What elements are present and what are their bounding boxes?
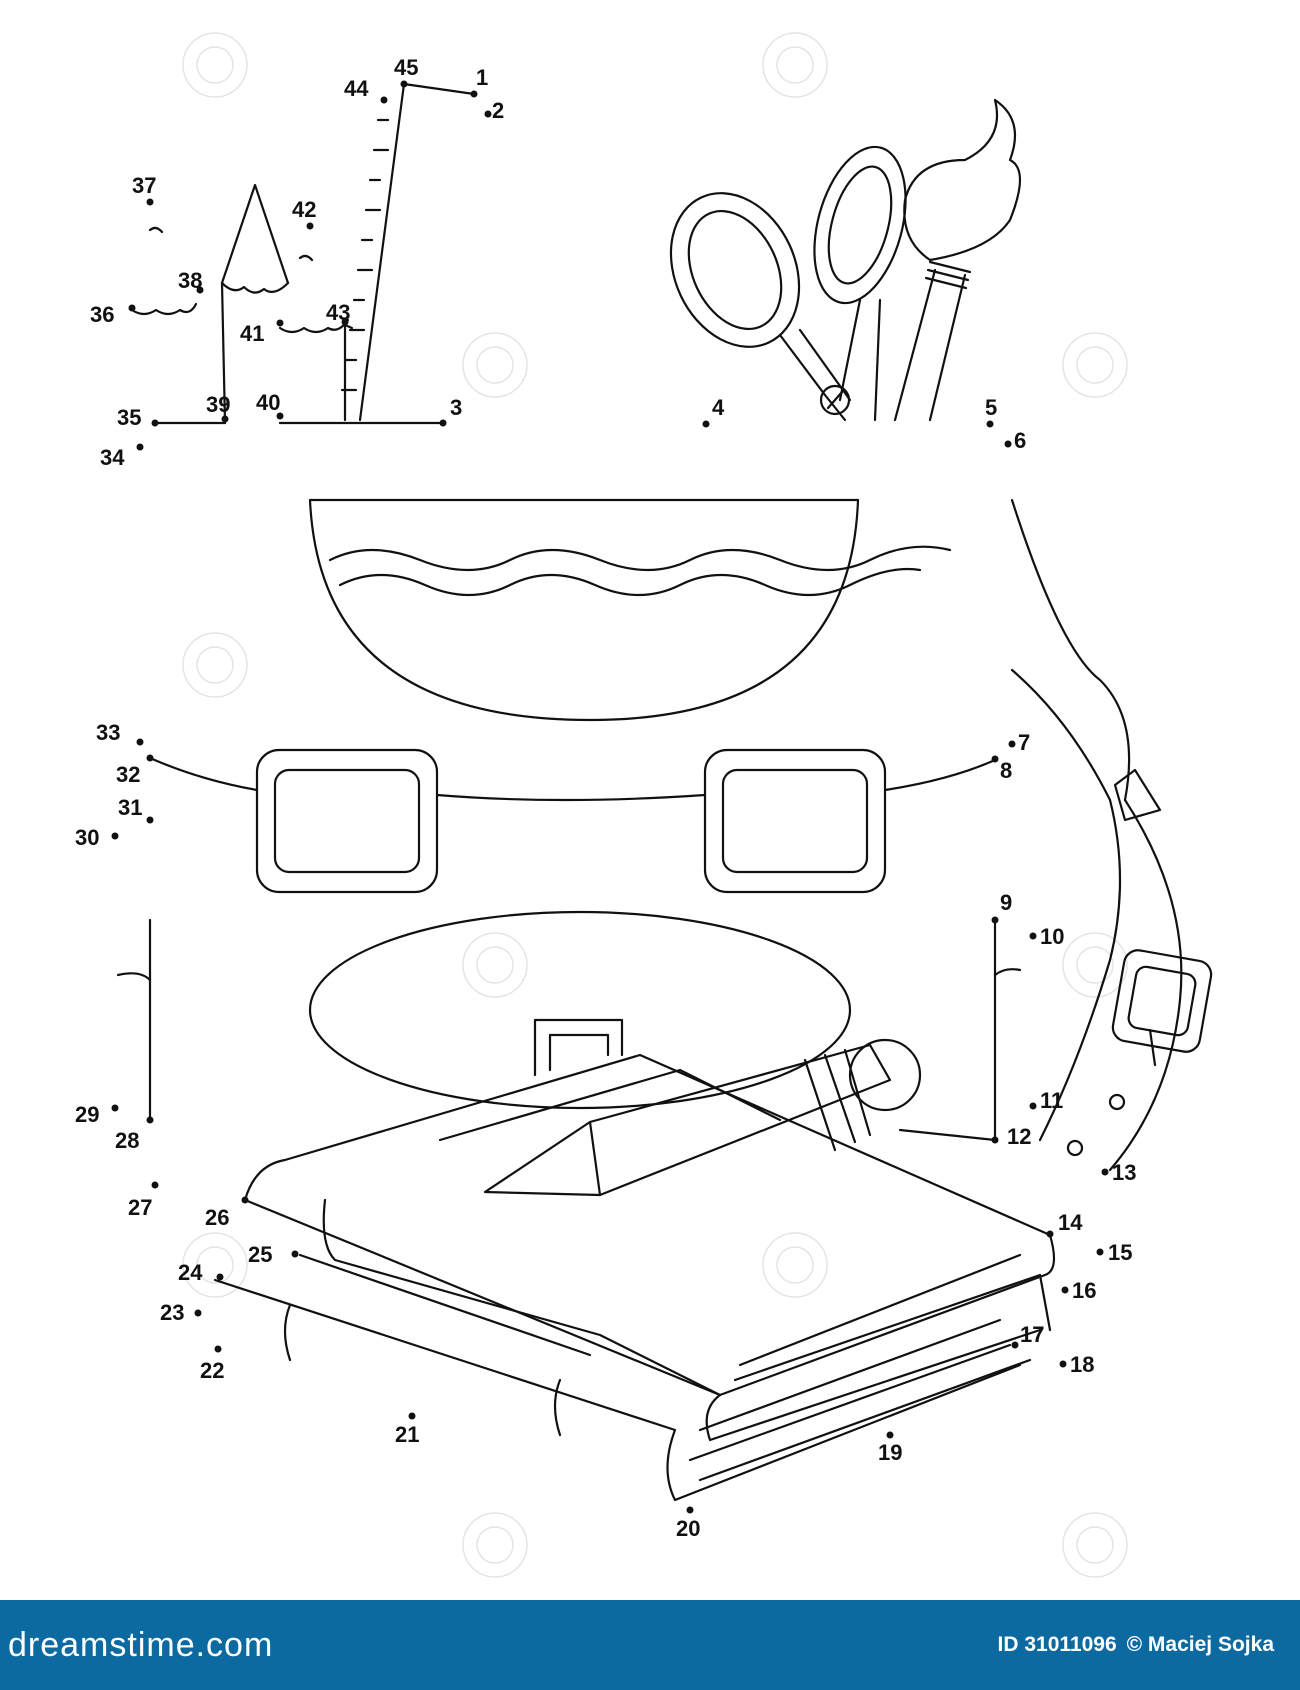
dot-label-4: 4 [712,395,725,420]
dot-label-22: 22 [200,1358,224,1383]
dot-label-13: 13 [1112,1160,1136,1185]
dot-label-35: 35 [117,405,141,430]
dot-label-40: 40 [256,390,280,415]
dot-label-26: 26 [205,1205,229,1230]
dot-label-44: 44 [344,76,369,101]
dot-label-38: 38 [178,268,202,293]
dot-label-24: 24 [178,1260,203,1285]
watermark-swirls [182,32,1128,1578]
dot-label-19: 19 [878,1440,902,1465]
dot-label-14: 14 [1058,1210,1083,1235]
dot-label-45: 45 [394,55,418,80]
brand-logo-text: dreamstime.com [8,1625,274,1664]
dot-label-11: 11 [1040,1088,1063,1113]
dot-label-31: 31 [118,795,142,820]
dot-label-5: 5 [985,395,997,420]
dot-label-17: 17 [1020,1322,1044,1347]
dot-label-7: 7 [1018,730,1030,755]
stock-footer-bar: dreamstime.com ID 31011096 © Maciej Sojk… [0,1600,1300,1690]
dot-label-28: 28 [115,1128,139,1153]
image-credit: ID 31011096 © Maciej Sojka [998,1633,1274,1657]
dot-label-25: 25 [248,1242,272,1267]
dot-label-16: 16 [1072,1278,1096,1303]
dot-label-29: 29 [75,1102,99,1127]
backpack-sides-drawing [116,498,1213,1172]
dots [111,80,1109,1514]
backpack-strap-drawing [148,748,997,894]
author-credit: © Maciej Sojka [1126,1633,1274,1656]
dot-label-8: 8 [1000,758,1012,783]
dot-label-9: 9 [1000,890,1012,915]
image-id: ID 31011096 [997,1633,1117,1656]
dot-label-10: 10 [1040,924,1064,949]
dot-label-36: 36 [90,302,114,327]
dot-label-39: 39 [206,392,230,417]
dot-label-41: 41 [240,321,264,346]
books-and-pencil-drawing [213,910,1056,1502]
dot-label-1: 1 [476,65,488,90]
dot-label-12: 12 [1007,1124,1031,1149]
dot-label-34: 34 [100,445,125,470]
dot-label-6: 6 [1014,428,1026,453]
dot-label-15: 15 [1108,1240,1132,1265]
dot-label-30: 30 [75,825,99,850]
dot-to-dot-artwork: 1 2 3 4 5 6 7 8 9 10 11 12 13 14 15 16 1… [75,32,1213,1578]
dot-label-23: 23 [160,1300,184,1325]
dot-label-3: 3 [450,395,462,420]
scissors-and-brush-drawing [669,98,1021,422]
dot-label-42: 42 [292,197,316,222]
dot-label-21: 21 [395,1422,419,1447]
dot-label-33: 33 [96,720,120,745]
dot-label-37: 37 [132,173,156,198]
dot-label-20: 20 [676,1516,700,1541]
dot-label-18: 18 [1070,1352,1094,1377]
dot-label-27: 27 [128,1195,152,1220]
ruler-and-pencil-drawing [130,82,476,425]
backpack-flap-drawing [308,498,952,722]
dot-label-2: 2 [492,98,504,123]
dot-label-43: 43 [326,300,350,325]
dot-label-32: 32 [116,762,140,787]
dot-number-labels: 1 2 3 4 5 6 7 8 9 10 11 12 13 14 15 16 1… [75,55,1136,1541]
